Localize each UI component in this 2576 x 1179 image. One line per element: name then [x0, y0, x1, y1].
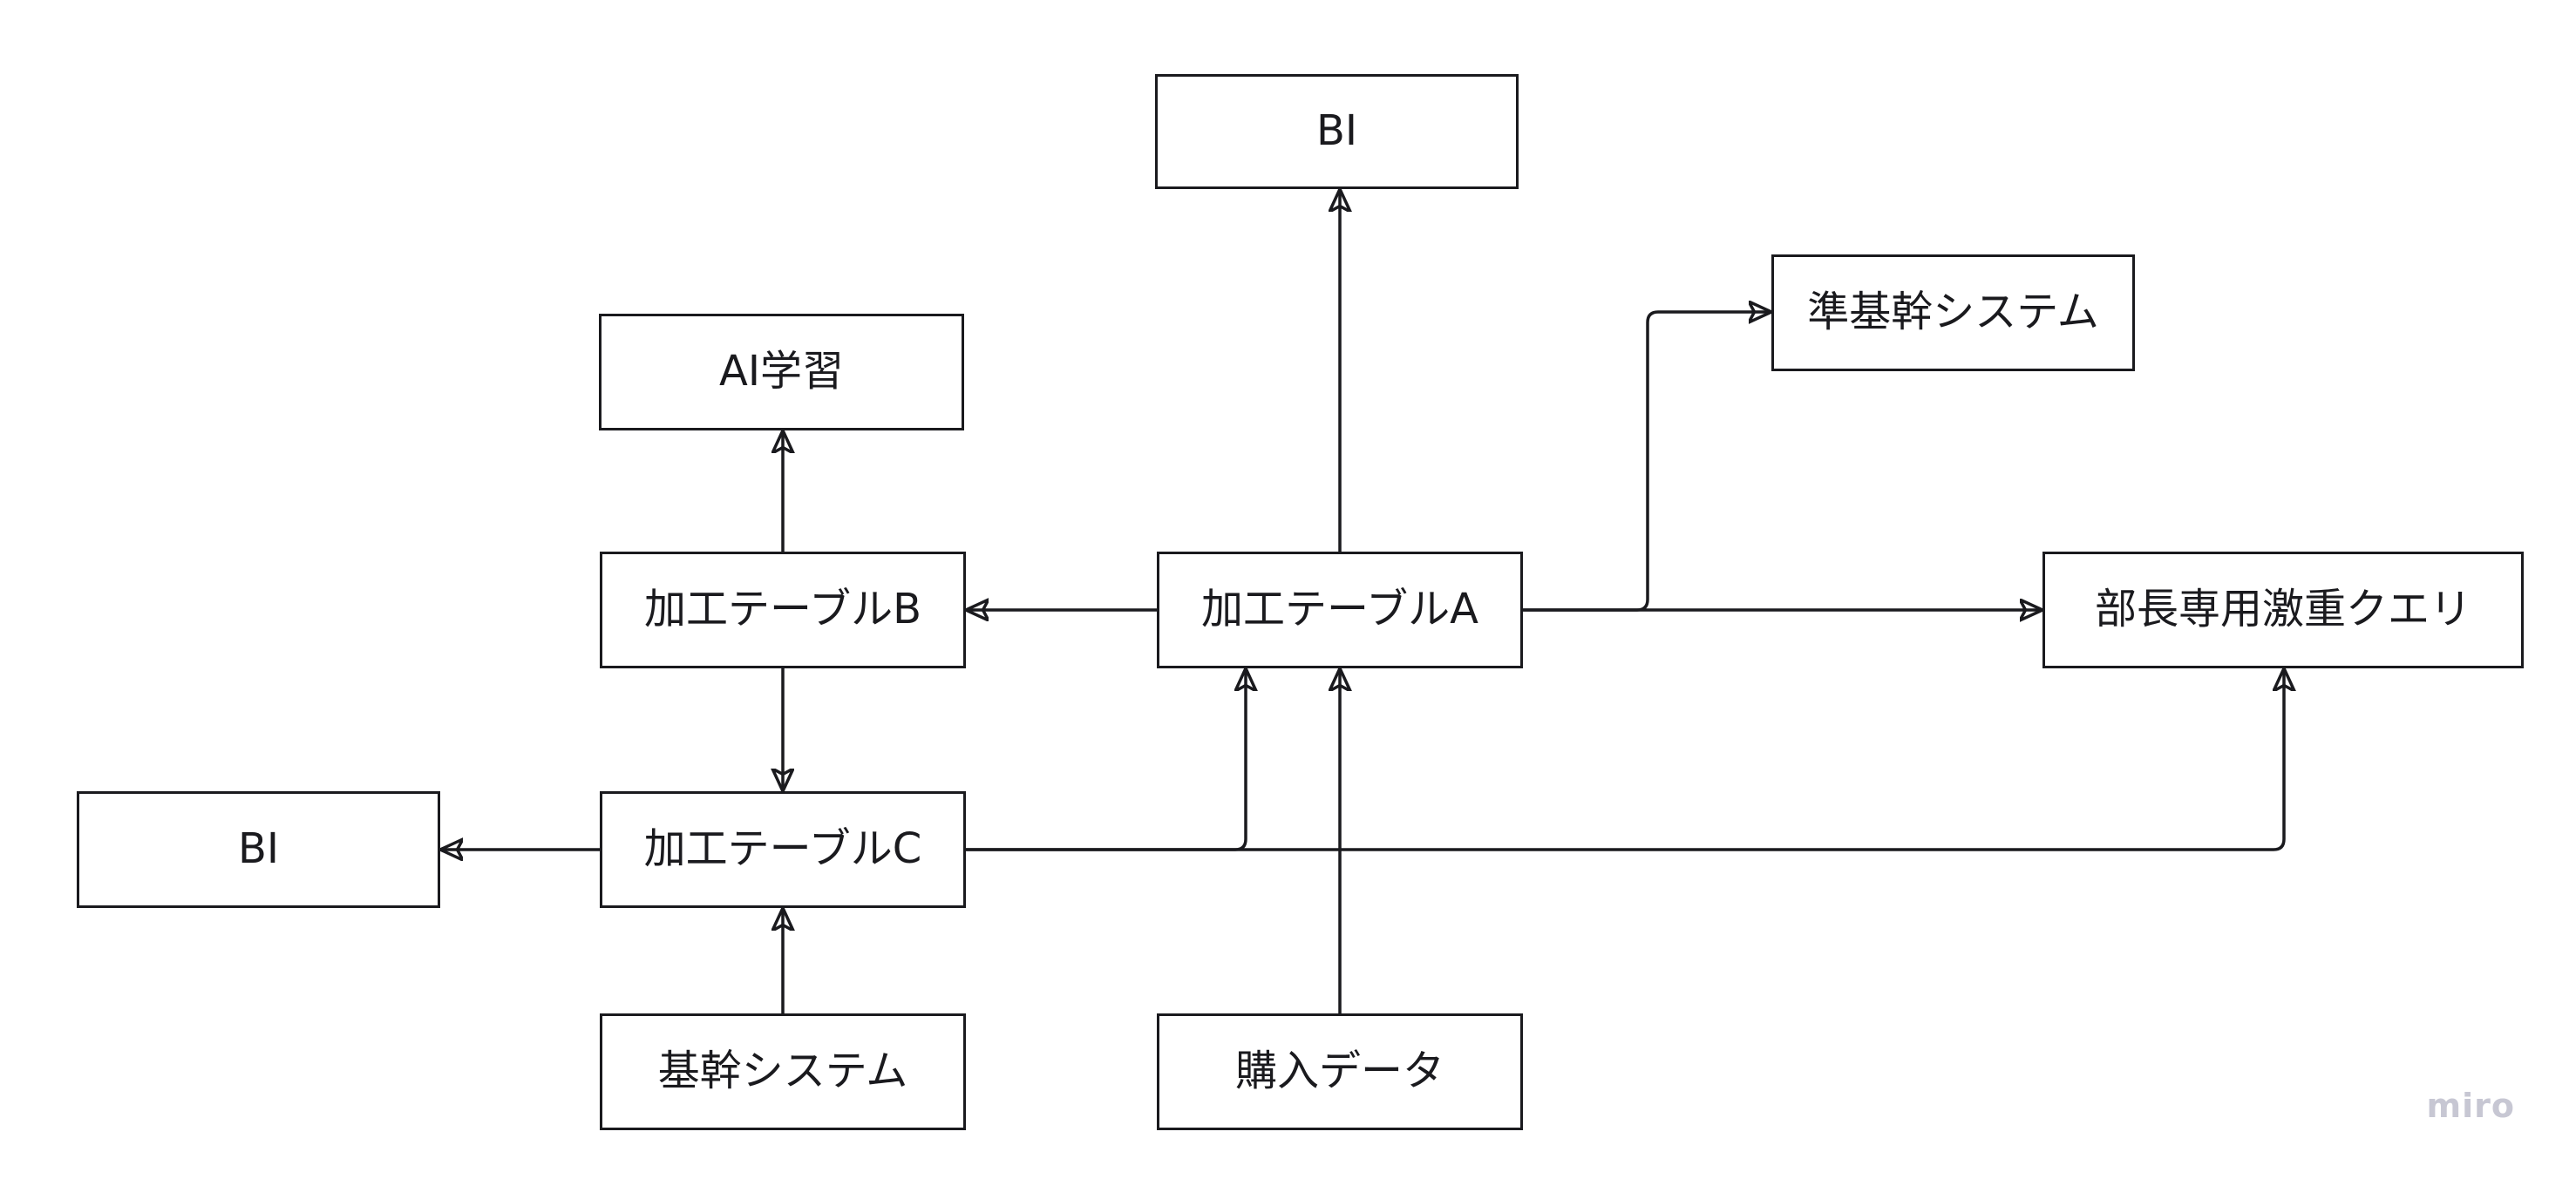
node-core-system[interactable]: 基幹システム: [600, 1013, 966, 1130]
node-label: 加工テーブルA: [1201, 585, 1478, 634]
node-label: BI: [1315, 106, 1358, 156]
edge-table-a-to-semi-core-system[interactable]: [1523, 312, 1771, 612]
node-label: 加工テーブルC: [643, 824, 922, 874]
node-label: 準基幹システム: [1807, 288, 2099, 337]
node-label: BI: [237, 824, 280, 874]
node-ai-learning[interactable]: AI学習: [599, 314, 964, 430]
node-table-a[interactable]: 加工テーブルA: [1157, 552, 1523, 668]
node-label: 部長専用激重クエリ: [2094, 585, 2471, 634]
node-heavy-query[interactable]: 部長専用激重クエリ: [2042, 552, 2524, 668]
node-table-c[interactable]: 加工テーブルC: [600, 791, 966, 908]
miro-watermark: miro: [2426, 1087, 2515, 1125]
node-label: 加工テーブルB: [643, 585, 922, 634]
node-bi-top[interactable]: BI: [1155, 74, 1519, 189]
node-bi-left[interactable]: BI: [77, 791, 440, 908]
edge-table-c-to-table-a[interactable]: [966, 668, 1246, 851]
node-label: AI学習: [719, 347, 844, 396]
node-semi-core-system[interactable]: 準基幹システム: [1771, 254, 2135, 371]
edge-table-c-to-heavy-query[interactable]: [966, 668, 2284, 851]
node-table-b[interactable]: 加工テーブルB: [600, 552, 966, 668]
node-label: 基幹システム: [657, 1047, 908, 1096]
node-label: 購入データ: [1234, 1047, 1444, 1096]
node-purchase-data[interactable]: 購入データ: [1157, 1013, 1523, 1130]
